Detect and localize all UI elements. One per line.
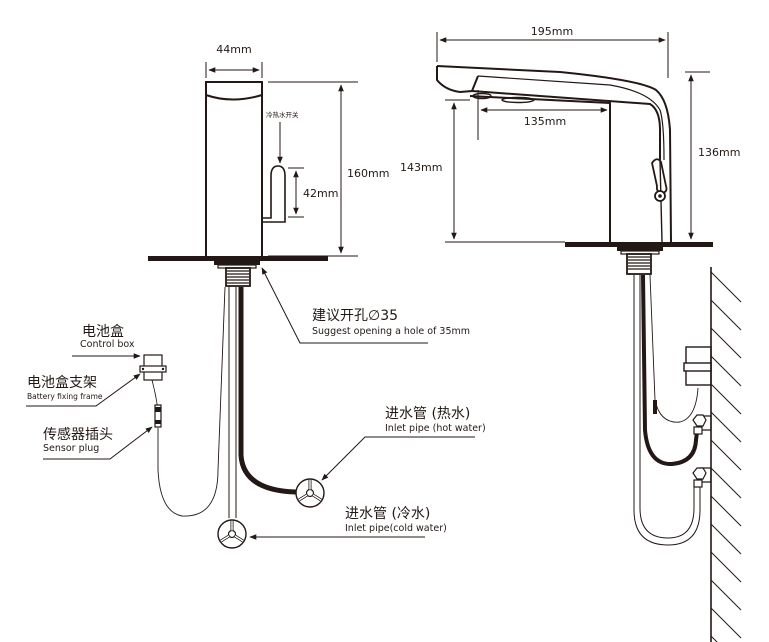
side-view: 195mm 135mm 143mm 136mm [400,25,742,642]
spout-length-dimension-label: 195mm [531,25,573,38]
hole-label-en: Suggest opening a hole of 35mm [312,326,470,337]
spout-highlight [477,75,665,161]
height-dimension-label: 160mm [347,167,389,180]
sensor-plug-label-cn: 传感器插头 [43,426,113,443]
spout-outlet-front [205,94,263,101]
lever-side [651,158,668,202]
control-box-side [683,346,712,386]
wall-hatch-line [710,607,742,639]
threaded-shank-side [626,253,652,275]
front-view: 44mm 160mm 42mm 冷热水开关 [139,43,389,549]
lever-dimension-label: 42mm [303,187,338,200]
wall-hatch-line [710,355,742,387]
control-box [139,354,167,381]
base-washer-front [214,261,260,265]
cold-angle-valve-side [692,467,712,488]
control-box-label-en: Control box [80,339,135,350]
cold-inlet-label-cn: 进水管 (冷水) [345,506,430,522]
deck-plate-side [565,242,713,247]
deck-plate-front [148,256,328,261]
hot-water-hose-side [641,274,699,467]
hot-angle-valve-side [692,414,712,435]
wall [710,267,742,642]
hole-label-cn: 建议开孔∅35 [312,308,398,324]
battery-fixing-frame [139,365,167,373]
wall-hatch-line [710,467,742,499]
sensor-cable-side [649,274,699,423]
lever-front [262,165,286,223]
spout-head [436,66,479,94]
wall-hatch-line [710,411,742,443]
wall-hatch-line [710,439,742,471]
spout-underside [471,90,661,160]
wall-hatch-line [710,299,742,331]
width-dimension-label: 44mm [216,43,251,56]
cold-water-hose-front [228,287,237,518]
cold-water-hose-side [633,275,701,546]
spout-top-edge [436,65,672,243]
cold-angle-valve-front [217,519,247,549]
callouts: 建议开孔∅35 Suggest opening a hole of 35mm 电… [26,267,486,540]
wall-hatch-line [710,271,742,303]
faucet-body-front [205,81,263,258]
aerator-outlet [501,96,535,104]
reach-dimension-label: 135mm [524,115,566,128]
base-washer-side [617,247,663,251]
wall-hatch-line [710,551,742,583]
sensor-plug-side [653,400,657,414]
cold-inlet-label-en: Inlet pipe(cold water) [345,523,447,534]
hot-angle-valve-front [295,478,325,508]
sensor-window [472,92,492,100]
hot-inlet-label-en: Inlet pipe (hot water) [385,423,486,434]
sensor-plug [154,404,162,428]
spout-height-dimension-label: 143mm [400,161,442,174]
body-height-dimension-label: 136mm [698,146,740,159]
battery-frame-label-cn: 电池盒支架 [27,374,97,391]
hot-water-hose-front [238,287,305,495]
battery-frame-label-en: Battery fixing frame [27,392,103,401]
sensor-plug-label-en: Sensor plug [43,443,99,454]
wall-hatch-line [710,383,742,415]
threaded-shank-front [225,267,251,287]
hot-inlet-label-cn: 进水管 (热水) [385,406,470,422]
wall-hatch-line [710,495,742,527]
wall-hatch-line [710,523,742,555]
lever-label: 冷热水开关 [266,110,299,119]
sensor-cable-front [157,286,226,517]
wall-hatch-line [710,327,742,359]
wall-hatch-line [710,635,718,642]
control-box-label-cn: 电池盒 [82,323,124,340]
wall-hatch-line [710,579,742,611]
body-front-edge [469,95,611,242]
